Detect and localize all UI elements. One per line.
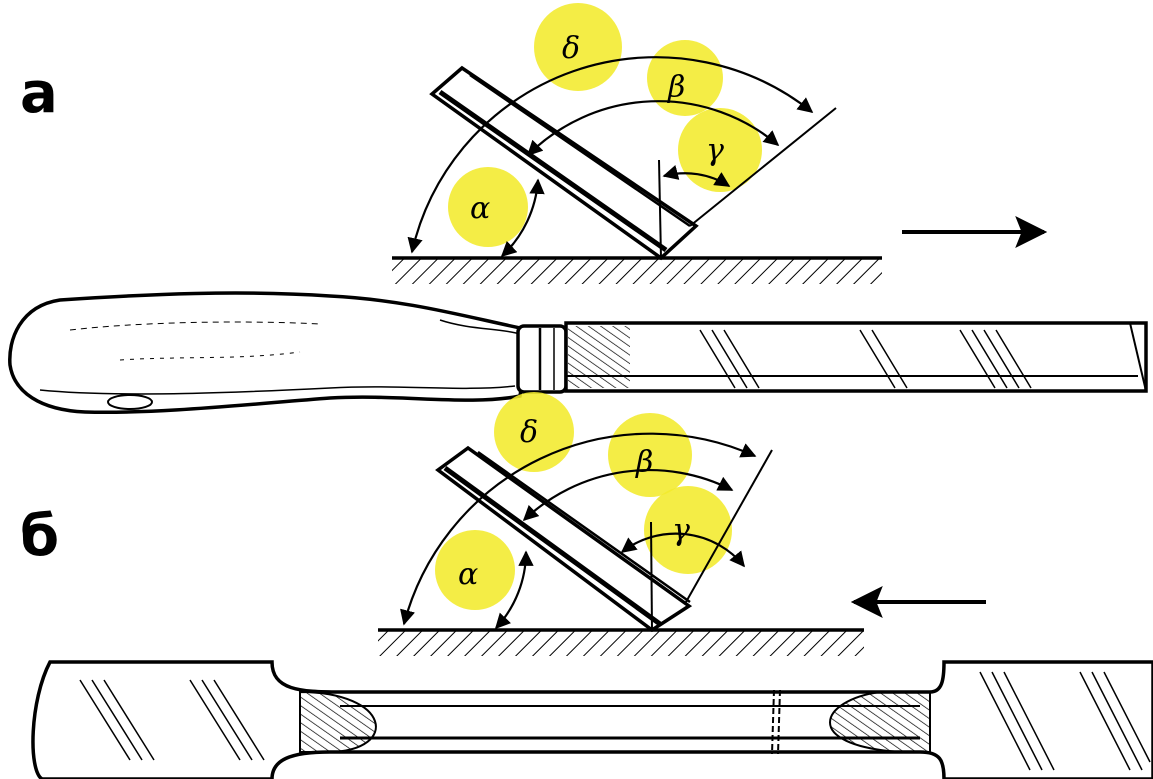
gamma-arc-b — [620, 532, 745, 568]
beta-marker-a — [647, 40, 723, 116]
beta-arc-a — [526, 100, 780, 157]
gamma-arc-a — [662, 165, 731, 187]
panel-b: б δ β γ α — [20, 392, 1153, 779]
beta-label-b: β — [635, 445, 653, 480]
tool-shank — [564, 321, 1148, 393]
workpiece-surface-b — [378, 628, 864, 656]
panel-b-label: б — [20, 504, 59, 569]
gamma-label-b: γ — [672, 513, 690, 548]
panel-a-label: а — [20, 61, 58, 126]
gamma-label-a: γ — [706, 133, 724, 168]
alpha-label-b: α — [458, 557, 478, 592]
alpha-label-a: α — [470, 191, 490, 226]
double-ended-scraper — [31, 660, 1153, 779]
panel-a: а δ β γ α — [20, 3, 1048, 284]
wooden-handle — [8, 291, 532, 414]
delta-arc-a — [407, 56, 814, 254]
delta-marker-a — [534, 3, 622, 91]
delta-label-b: δ — [520, 415, 538, 450]
beta-label-a: β — [667, 70, 685, 105]
scraper-tool — [8, 291, 1148, 414]
delta-arc-b — [400, 432, 757, 626]
alpha-arc-b — [494, 550, 534, 630]
alpha-arc-a — [500, 178, 545, 258]
delta-label-a: δ — [562, 31, 580, 66]
workpiece-surface-a — [392, 256, 882, 284]
ferrule — [516, 324, 568, 394]
beta-arc-b — [522, 469, 734, 522]
